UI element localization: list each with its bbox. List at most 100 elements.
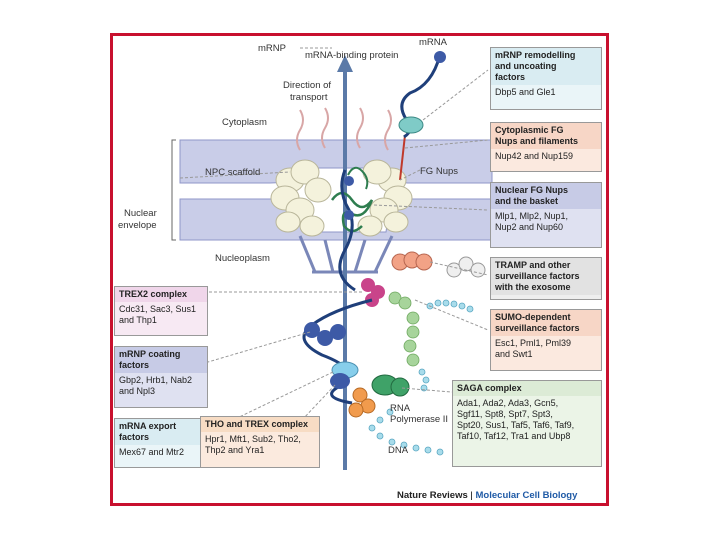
credit-publisher: Nature Reviews	[397, 490, 468, 501]
box-body-line: Cdc31, Sac3, Sus1	[119, 304, 197, 314]
box-body-line: Sgf11, Spt8, Spt7, Spt3,	[457, 409, 553, 419]
cytoplasmic-filament	[356, 107, 364, 149]
box-body: Nup42 and Nup159	[491, 149, 601, 164]
box-header-line: surveillance factors	[495, 323, 580, 333]
npc-scaffold	[270, 159, 413, 237]
credit-separator: |	[467, 490, 476, 501]
box-header-line: and the basket	[495, 196, 559, 206]
box-body-line: Mex67 and Mtr2	[119, 447, 185, 457]
box-header-line: Nups and filaments	[495, 136, 579, 146]
box-body-line: and Swt1	[495, 349, 533, 359]
box-header-line: and uncoating	[495, 61, 557, 71]
rna-polymerase-label-line2: Polymerase II	[390, 414, 449, 425]
box-header-line: Nuclear FG Nups	[495, 185, 569, 195]
box-body-line: Nup2 and Nup60	[495, 222, 564, 232]
box-body: Ada1, Ada2, Ada3, Gcn5,Sgf11, Spt8, Spt7…	[453, 396, 601, 444]
mrna-binding-protein	[434, 51, 446, 63]
mrnp-protein	[344, 176, 354, 186]
box-header-line: factors	[119, 360, 150, 370]
fg-nups-label: FG Nups	[420, 166, 459, 177]
cytoplasmic-filament	[296, 109, 304, 151]
mrnp-protein	[344, 210, 354, 220]
cytoplasmic-filament	[384, 109, 392, 151]
rna-polymerase-label-line1: RNA	[390, 403, 411, 414]
box-body-line: Spt20, Sus1, Taf5, Taf6, Taf9,	[457, 420, 575, 430]
box-header: SAGA complex	[453, 381, 601, 396]
box-body-line: Ada1, Ada2, Ada3, Gcn5,	[457, 398, 559, 408]
box-header-line: surveillance factors	[495, 271, 580, 281]
cytoplasmic-filament	[321, 107, 329, 149]
box-header-line: factors	[119, 432, 150, 442]
box-header-line: TREX2 complex	[119, 289, 188, 299]
box-header-line: SUMO-dependent	[495, 312, 571, 322]
box-header-line: Cytoplasmic FG	[495, 125, 564, 135]
cytoplasm-label: Cytoplasm	[222, 117, 267, 128]
box-body-line: Taf10, Taf12, Tra1 and Ubp8	[457, 431, 571, 441]
tramp-complex	[391, 251, 486, 278]
nucleoplasm-label: Nucleoplasm	[215, 253, 270, 264]
box-header-line: mRNP remodelling	[495, 50, 576, 60]
credit-journal: Molecular Cell Biology	[475, 490, 578, 501]
direction-label-line2: transport	[290, 92, 328, 103]
box-body: Mlp1, Mlp2, Nup1,Nup2 and Nup60	[491, 209, 601, 235]
box-body-line: Esc1, Pml1, Pml39	[495, 338, 572, 348]
box-body-line: Hpr1, Mft1, Sub2, Tho2,	[205, 434, 301, 444]
nascent-mrna	[302, 298, 373, 405]
nuclear-envelope-label-line1: Nuclear	[124, 208, 157, 219]
box-header-line: factors	[495, 72, 526, 82]
box-header-line: SAGA complex	[457, 383, 522, 393]
box-header-line: with the exosome	[495, 282, 571, 292]
inner-nuclear-membrane	[179, 198, 493, 241]
box-body-line: and Thp1	[119, 315, 157, 325]
mrna-label: mRNA	[419, 37, 447, 48]
box-body-line: Dbp5 and Gle1	[495, 87, 556, 97]
box-body-line: Nup42 and Nup159	[495, 151, 574, 161]
mrnp-coating-proteins	[304, 322, 346, 346]
box-body: Dbp5 and Gle1	[491, 85, 601, 100]
dna-strand	[368, 291, 474, 456]
nuclear-envelope-bracket	[171, 139, 176, 241]
box-body-line: and Npl3	[119, 386, 156, 396]
dna-label: DNA	[388, 445, 409, 456]
rna-polymerase-ii	[348, 374, 410, 418]
box-header-line: mRNA export	[119, 421, 177, 431]
red-filament	[399, 134, 406, 181]
cytoplasmic-fg-nups	[347, 166, 369, 190]
dbp5-gle1	[398, 116, 424, 134]
nuclear-envelope-label-line2: envelope	[118, 220, 157, 231]
box-header: THO and TREX complex	[201, 417, 319, 432]
box-header-line: THO and TREX complex	[205, 419, 309, 429]
box-body-line: Mlp1, Mlp2, Nup1,	[495, 211, 569, 221]
box-body: Mex67 and Mtr2	[115, 445, 207, 460]
figure-credit: Nature Reviews | Molecular Cell Biology	[397, 490, 577, 501]
transport-arrowhead	[337, 55, 353, 72]
box-body-line: Gbp2, Hrb1, Nab2	[119, 375, 193, 385]
mrnp-in-pore	[338, 169, 356, 292]
box-header-line: mRNP coating	[119, 349, 181, 359]
direction-label-line1: Direction of	[283, 80, 332, 91]
npc-scaffold-label: NPC scaffold	[205, 167, 261, 178]
box-header: TREX2 complex	[115, 287, 207, 302]
box-body: Hpr1, Mft1, Sub2, Tho2,Thp2 and Yra1	[201, 432, 319, 458]
mrnp-label: mRNP	[258, 43, 286, 54]
mrna-binding-protein-label: mRNA-binding protein	[305, 50, 399, 61]
